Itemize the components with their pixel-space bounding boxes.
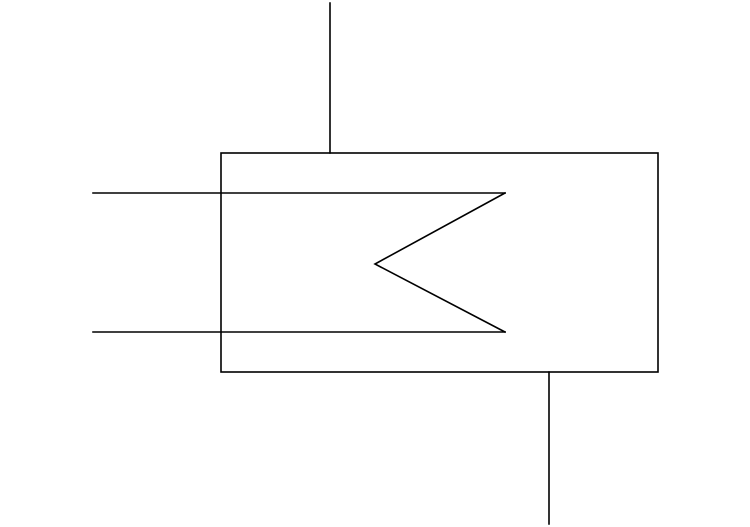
vessel-body xyxy=(220,152,659,373)
coil-return-bend xyxy=(373,191,507,334)
